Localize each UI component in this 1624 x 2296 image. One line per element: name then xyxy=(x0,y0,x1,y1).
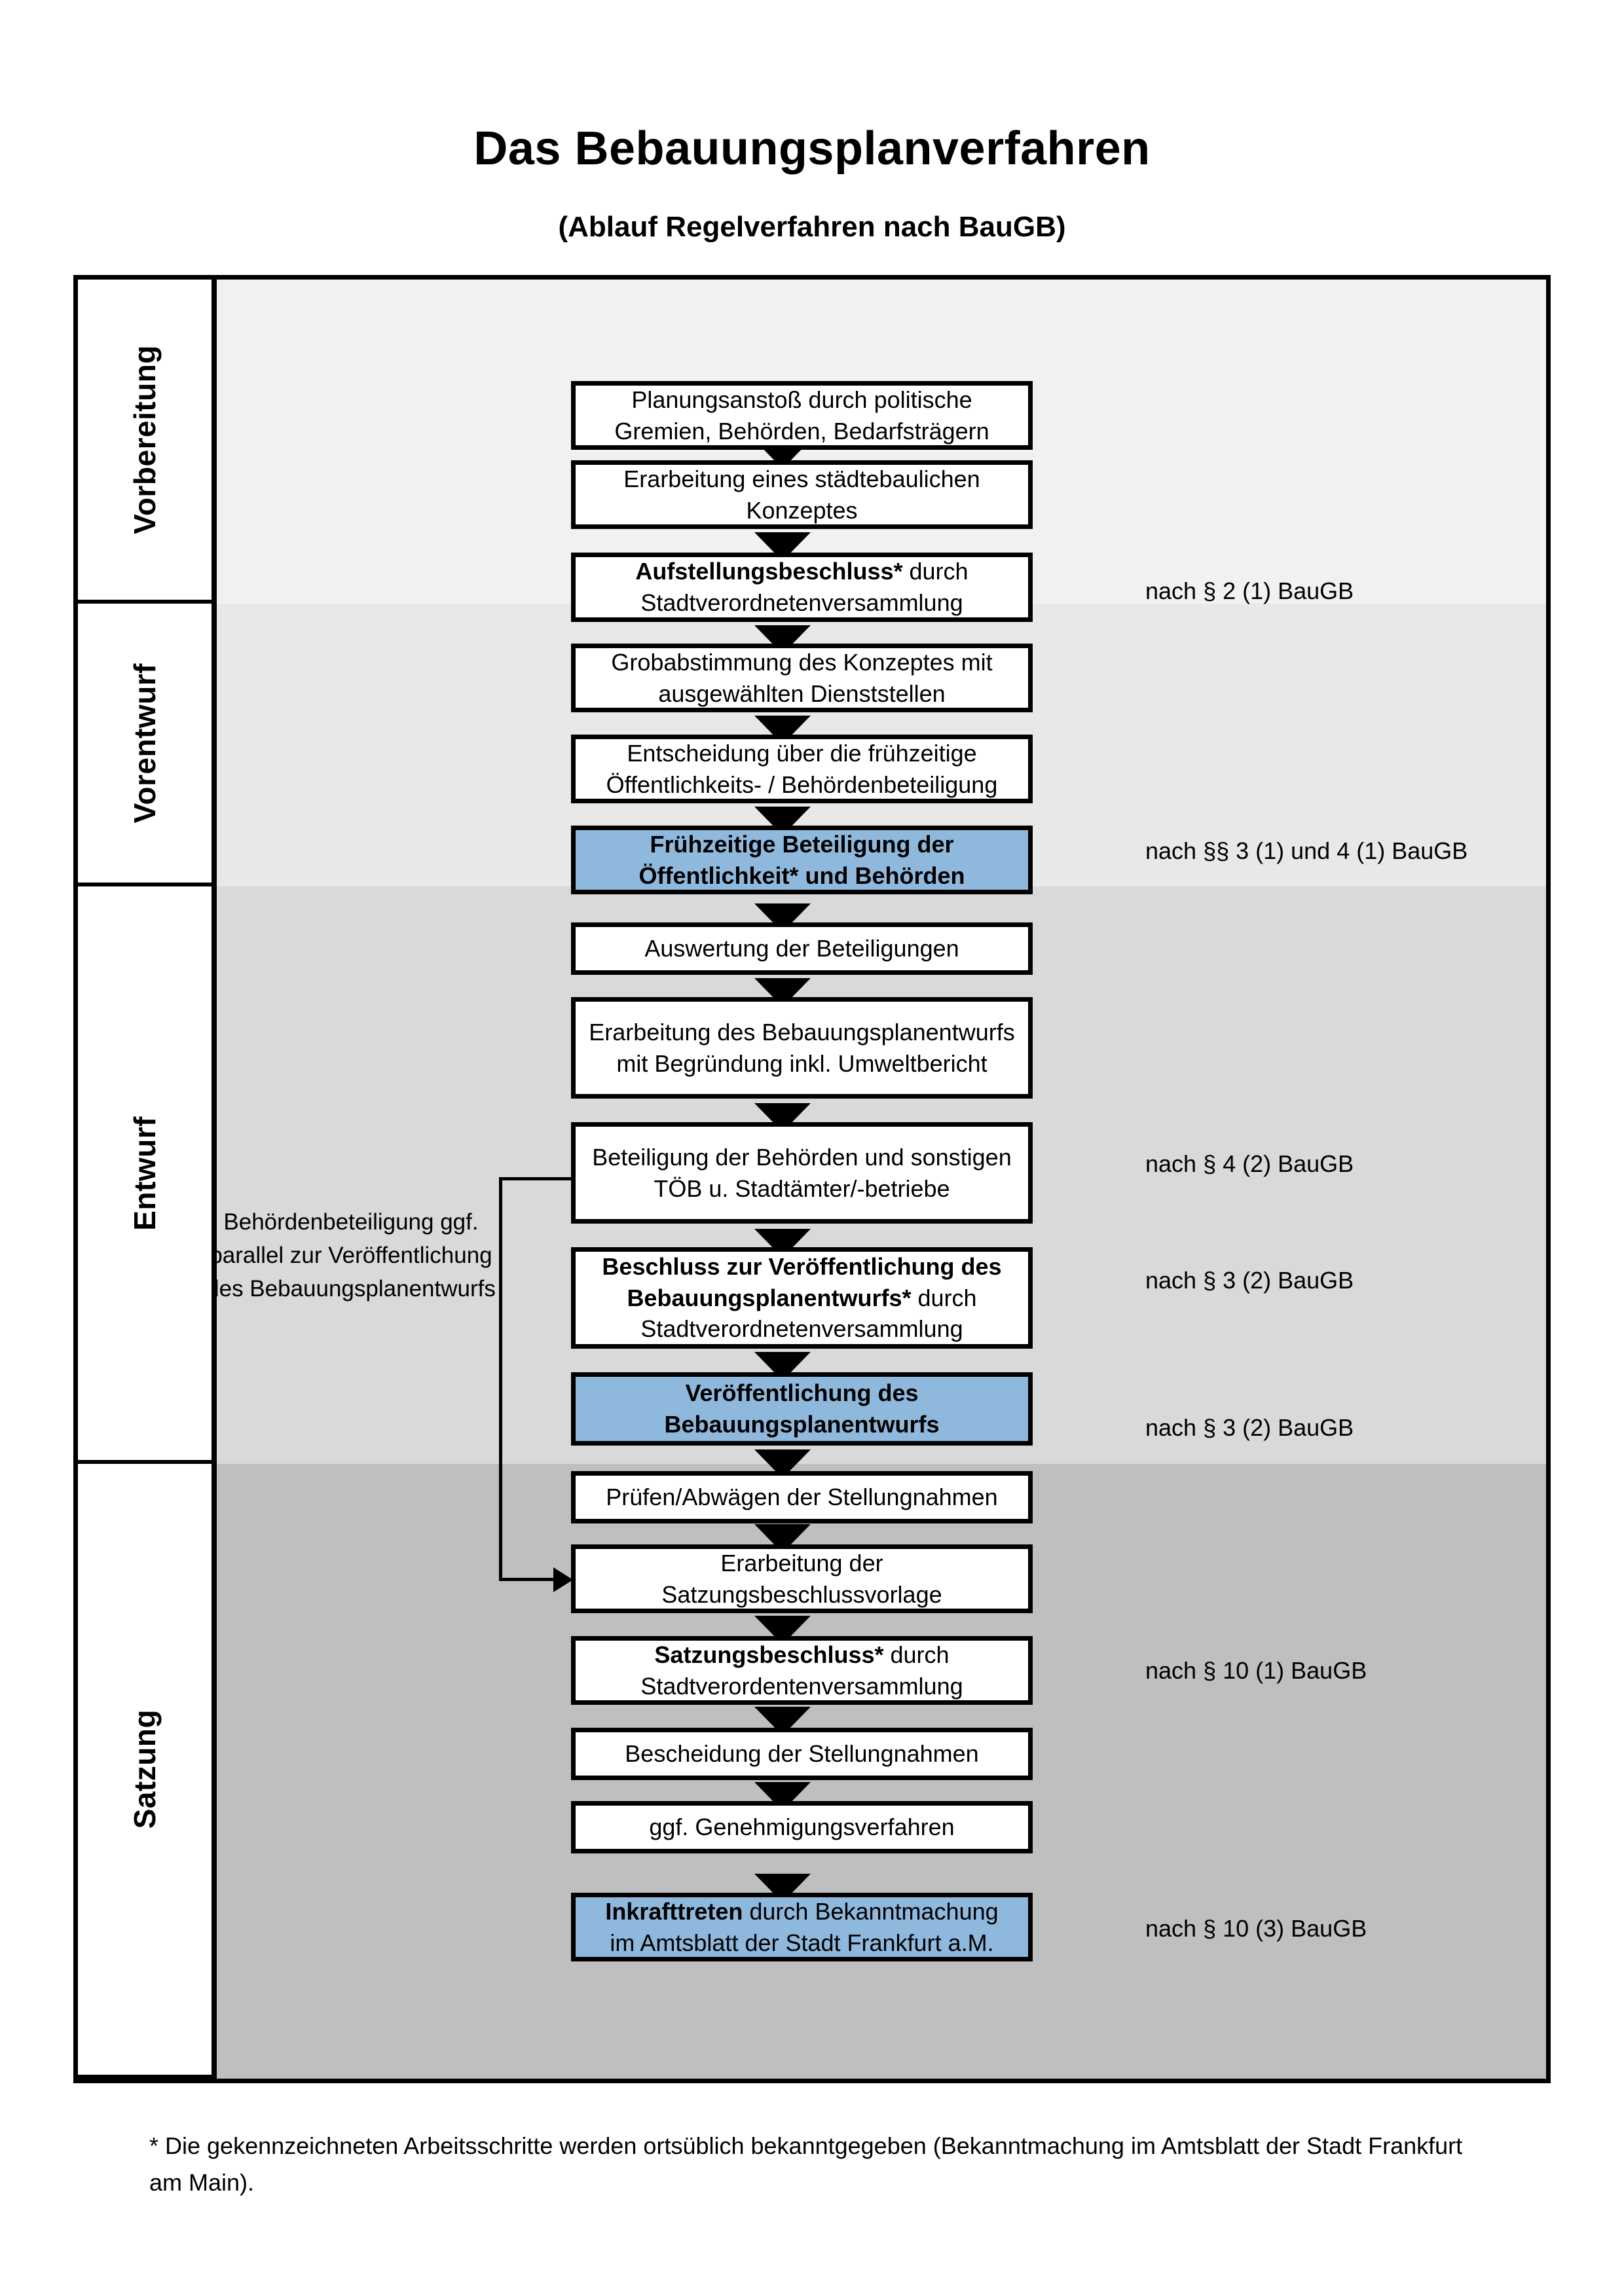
phase-label-text: Entwurf xyxy=(128,1116,162,1231)
step-bold-text: Aufstellungsbeschluss* xyxy=(635,558,903,585)
step-tail-text: Stadtverordentenversammlung xyxy=(640,1672,963,1700)
legal-reference-par4-2: nach § 4 (2) BauGB xyxy=(1145,1150,1354,1177)
step-text: Auswertung der Beteiligungen xyxy=(644,935,959,962)
step-box-veroeffentlichung-entwurf[interactable]: Veröffentlichung des Bebauungsplanentwur… xyxy=(571,1372,1033,1446)
loop-connector-bottom-segment xyxy=(499,1578,557,1581)
legal-reference-par3-1-4-1: nach §§ 3 (1) und 4 (1) BauGB xyxy=(1145,837,1468,864)
step-text: Inkrafttreten durch Bekanntmachung im Amt… xyxy=(605,1896,998,1958)
step-text: Veröffentlichung des Bebauungsplanentwur… xyxy=(664,1379,940,1438)
step-text: Erarbeitung eines städtebaulichen Konzep… xyxy=(623,465,980,524)
step-mid-text: durch xyxy=(902,558,969,585)
step-text: Planungsanstoß durch politische Gremien,… xyxy=(614,386,989,445)
step-box-inkrafttreten[interactable]: Inkrafttreten durch Bekanntmachung im Amt… xyxy=(571,1893,1033,1961)
step-box-staedtebauliches-konzept[interactable]: Erarbeitung eines städtebaulichen Konzep… xyxy=(571,460,1033,529)
step-text: Frühzeitige Beteiligung der Öffentlichke… xyxy=(638,830,965,889)
step-text: Entscheidung über die frühzeitige Öffent… xyxy=(606,739,998,798)
step-box-genehmigungsverfahren[interactable]: ggf. Genehmigungsverfahren xyxy=(571,1801,1033,1853)
step-text: Grobabstimmung des Konzeptes mit ausgewä… xyxy=(611,648,993,707)
step-text: Bescheidung der Stellungnahmen xyxy=(625,1740,979,1768)
step-bold-text: Inkrafttreten xyxy=(605,1897,743,1925)
legal-reference-par3-2-a: nach § 3 (2) BauGB xyxy=(1145,1267,1354,1294)
step-text: ggf. Genehmigungsverfahren xyxy=(649,1813,955,1841)
step-box-planungsanstoss[interactable]: Planungsanstoß durch politische Gremien,… xyxy=(571,381,1033,450)
sidenote-behoerdenbeteiligung: Behördenbeteiligung ggf. parallel zur Ve… xyxy=(206,1209,496,1302)
step-box-auswertung-beteiligungen[interactable]: Auswertung der Beteiligungen xyxy=(571,922,1033,975)
step-box-erarbeitung-bebauungsplanentwurf[interactable]: Erarbeitung des Bebauungsplanentwurfs mi… xyxy=(571,997,1033,1099)
step-bold-text: Satzungsbeschluss* xyxy=(654,1641,884,1668)
step-tail-text: Stadtverordnetenversammlung xyxy=(640,1315,963,1343)
step-tail-text: Stadtverordnetenversammlung xyxy=(640,589,963,616)
step-text: Prüfen/Abwägen der Stellungnahmen xyxy=(606,1484,998,1511)
step-box-beschluss-veroeffentlichung[interactable]: Beschluss zur Veröffentlichung des Bebau… xyxy=(571,1247,1033,1349)
step-box-erarbeitung-satzungsbeschlussvorlage[interactable]: Erarbeitung der Satzungsbeschlussvorlage xyxy=(571,1544,1033,1613)
phase-label-text: Vorentwurf xyxy=(128,663,162,824)
legal-reference-par2-1: nach § 2 (1) BauGB xyxy=(1145,577,1354,604)
step-text: Beschluss zur Veröffentlichung des Bebau… xyxy=(582,1251,1022,1345)
footnote-text: * Die gekennzeichneten Arbeitsschritte w… xyxy=(149,2132,1463,2196)
step-bold-text: Beschluss zur Veröffentlichung des Bebau… xyxy=(602,1253,1002,1311)
step-box-pruefen-abwaegen[interactable]: Prüfen/Abwägen der Stellungnahmen xyxy=(571,1471,1033,1523)
page-subtitle: (Ablauf Regelverfahren nach BauGB) xyxy=(558,211,1066,243)
phase-label-vorentwurf: Vorentwurf xyxy=(78,604,212,886)
loop-connector-vertical-segment xyxy=(499,1177,502,1581)
legal-reference-par3-2-b: nach § 3 (2) BauGB xyxy=(1145,1414,1354,1441)
step-box-grobabstimmung[interactable]: Grobabstimmung des Konzeptes mit ausgewä… xyxy=(571,644,1033,712)
phase-label-vorbereitung: Vorbereitung xyxy=(78,280,212,604)
phase-label-text: Vorbereitung xyxy=(128,345,162,534)
loop-connector-top-segment xyxy=(499,1177,572,1180)
flowchart-frame: Vorbereitung Vorentwurf Entwurf Satzung … xyxy=(73,275,1551,2083)
page-title: Das Bebauungsplanverfahren xyxy=(473,122,1151,175)
step-tail-text: im Amtsblatt der Stadt Frankfurt a.M. xyxy=(610,1929,994,1956)
step-box-entscheidung-fruehzeitige-beteiligung[interactable]: Entscheidung über die frühzeitige Öffent… xyxy=(571,735,1033,803)
step-text: Beteiligung der Behörden und sonstigen T… xyxy=(592,1143,1012,1202)
step-text: Erarbeitung der Satzungsbeschlussvorlage xyxy=(661,1549,942,1608)
legal-reference-par10-1: nach § 10 (1) BauGB xyxy=(1145,1657,1367,1684)
step-box-fruehzeitige-beteiligung[interactable]: Frühzeitige Beteiligung der Öffentlichke… xyxy=(571,826,1033,894)
loop-connector-arrowhead-icon xyxy=(553,1567,573,1592)
phase-label-entwurf: Entwurf xyxy=(78,886,212,1464)
step-box-beteiligung-behoerden-toeb[interactable]: Beteiligung der Behörden und sonstigen T… xyxy=(571,1122,1033,1224)
step-mid-text: durch xyxy=(883,1641,950,1668)
legal-reference-par10-3: nach § 10 (3) BauGB xyxy=(1145,1915,1367,1942)
phase-label-text: Satzung xyxy=(128,1709,162,1829)
step-box-bescheidung-stellungnahmen[interactable]: Bescheidung der Stellungnahmen xyxy=(571,1728,1033,1780)
step-mid-text: durch Bekanntmachung xyxy=(743,1897,999,1925)
step-mid-text: durch xyxy=(911,1284,977,1311)
phase-column-divider xyxy=(212,280,217,2079)
phase-label-satzung: Satzung xyxy=(78,1464,212,2079)
step-text: Erarbeitung des Bebauungsplanentwurfs mi… xyxy=(589,1018,1015,1077)
